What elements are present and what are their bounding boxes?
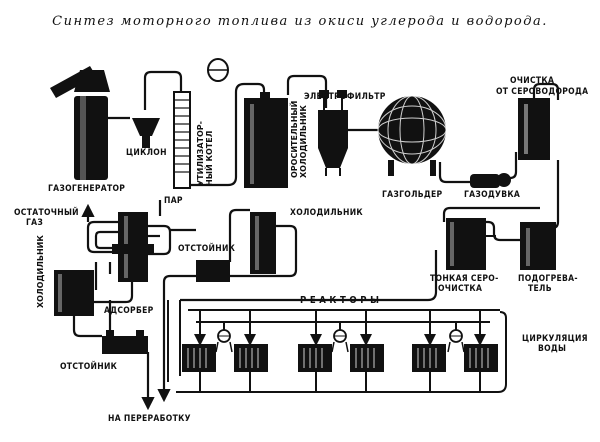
electrofilter [318,90,348,176]
label-steam: ПАР [164,196,183,206]
gasholder-sphere [377,95,447,176]
label-water-circulation-1: ЦИРКУЛЯЦИЯ [522,334,588,344]
reactor-group-2 [298,329,384,372]
label-boiler-line1: УТИЛИЗАТОР- [196,121,205,186]
label-purification-line2: ОТ СЕРОВОДОРОДА [496,87,589,97]
settler-2 [102,330,148,354]
label-settler-2: ОТСТОЙНИК [60,362,118,372]
label-cooler1-line2: ХОЛОДИЛЬНИК [299,105,308,178]
label-boiler-line2: НЫЙ КОТЕЛ [205,130,214,186]
label-settler-1: ОТСТОЙНИК [178,244,236,254]
label-h2s-purification: ОЧИСТКА [510,76,554,86]
label-gasholder: ГАЗГОЛЬДЕР [382,190,443,200]
gas-generator [50,66,110,180]
label-cyclone: ЦИКЛОН [126,148,167,158]
label-cooler3-text: ХОЛОДИЛЬНИК [36,235,45,308]
adsorber [112,212,154,282]
heater-unit [520,222,556,270]
label-residual-gas-1: ОСТАТОЧНЫЙ [14,208,79,218]
label-residual-gas-2: ГАЗ [26,218,44,228]
label-cooler1-line1: ОРОСИТЕЛЬНЫЙ [290,100,299,178]
reactor-group-3 [412,329,498,372]
left-pipes [72,200,298,411]
reactor-piping [167,300,507,393]
cyclone [132,118,160,148]
label-gas-blower: ГАЗОДУВКА [464,190,521,200]
label-fine-purification-2: ОЧИСТКА [438,284,483,294]
reactor-group-1 [182,329,268,372]
label-heater-1: ПОДОГРЕВА- [518,274,578,284]
fine-purification-unit [446,218,496,270]
label-gas-generator: ГАЗОГЕНЕРАТОР [48,184,126,194]
label-spray-cooler: ОРОСИТЕЛЬНЫЙ ХОЛОДИЛЬНИК [290,101,308,178]
waste-heat-boiler [173,58,229,189]
label-cooler-2: ХОЛОДИЛЬНИК [290,208,363,218]
h2s-purification-tower [518,98,550,160]
cooler-2 [250,212,276,274]
label-heater-2: ТЕЛЬ [528,284,552,294]
label-waste-heat-boiler: УТИЛИЗАТОР- НЫЙ КОТЕЛ [196,121,214,186]
label-purification-line1: ОЧИСТКА [510,76,555,86]
label-fine-purification-1: ТОНКАЯ СЕРО- [430,274,499,284]
label-cooler-3: ХОЛОДИЛЬНИК [36,235,45,308]
diagram-title: Синтез моторного топлива из окиси углеро… [52,14,548,29]
label-adsorber: АДСОРБЕР [104,306,154,316]
label-electrofilter: ЭЛЕКТРОФИЛЬТР [304,92,386,102]
top-row-pipes [94,70,560,302]
label-water-circulation-2: ВОДЫ [538,344,567,354]
cooler-3 [54,270,94,316]
gas-blower [470,173,511,188]
label-reactors: Р Е А К Т О Р Ы [300,295,380,306]
label-to-processing: НА ПЕРЕРАБОТКУ [108,414,191,424]
settler-1 [196,260,230,282]
spray-cooler [244,92,288,188]
